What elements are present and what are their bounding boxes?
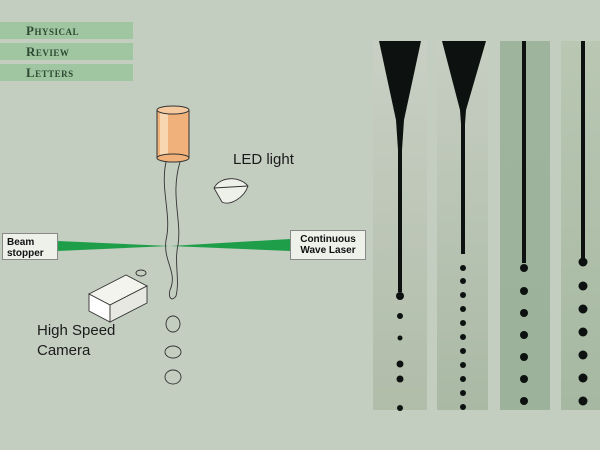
journal-banner-review: Review	[0, 43, 133, 60]
journal-banner-physical: Physical	[0, 22, 133, 39]
droplet	[578, 350, 588, 360]
laser-beam-left	[58, 241, 170, 251]
nozzle-icon	[442, 41, 486, 124]
droplet	[397, 335, 403, 341]
droplet	[520, 309, 528, 317]
droplet	[460, 376, 466, 382]
droplet	[578, 396, 588, 406]
nozzle-icon	[379, 41, 421, 150]
droplet	[396, 360, 404, 368]
laser-label: Continuous Wave Laser	[290, 230, 366, 260]
droplet	[460, 306, 466, 312]
journal-banner-letters: Letters	[0, 64, 133, 81]
jet-stream	[581, 41, 585, 259]
droplet	[165, 315, 181, 333]
droplet	[460, 404, 466, 410]
beam-stopper-label: Beam stopper	[2, 233, 58, 260]
camera-label: High Speed Camera	[37, 322, 116, 359]
droplet	[520, 287, 528, 295]
droplet	[460, 278, 466, 284]
droplet	[460, 320, 466, 326]
jet-stream	[461, 124, 465, 254]
droplet	[520, 375, 528, 383]
jet-stream	[522, 41, 526, 263]
jet-stream	[398, 150, 402, 292]
droplet	[164, 345, 182, 359]
droplet	[578, 327, 588, 337]
led-lens-icon	[213, 178, 249, 204]
droplet	[460, 292, 466, 298]
droplet	[578, 304, 588, 314]
liquid-jet-icon	[163, 161, 181, 300]
droplet	[520, 331, 528, 339]
droplet	[578, 257, 588, 267]
jet-photo-4	[561, 41, 600, 410]
droplet	[460, 334, 466, 340]
droplet	[520, 397, 528, 405]
led-light-label: LED light	[233, 151, 294, 168]
droplet	[397, 313, 403, 319]
droplet	[460, 362, 466, 368]
droplet	[396, 375, 404, 383]
droplet	[578, 281, 588, 291]
laser-beam-right	[170, 239, 290, 251]
droplet	[460, 348, 466, 354]
droplet	[578, 373, 588, 383]
droplet	[164, 369, 182, 385]
high-speed-camera-icon	[88, 269, 148, 323]
droplet	[520, 264, 528, 272]
droplet	[397, 405, 403, 411]
led-cylinder-icon	[156, 105, 190, 163]
droplet	[460, 390, 466, 396]
droplet	[520, 353, 528, 361]
droplet	[460, 265, 466, 271]
droplet	[396, 292, 404, 300]
